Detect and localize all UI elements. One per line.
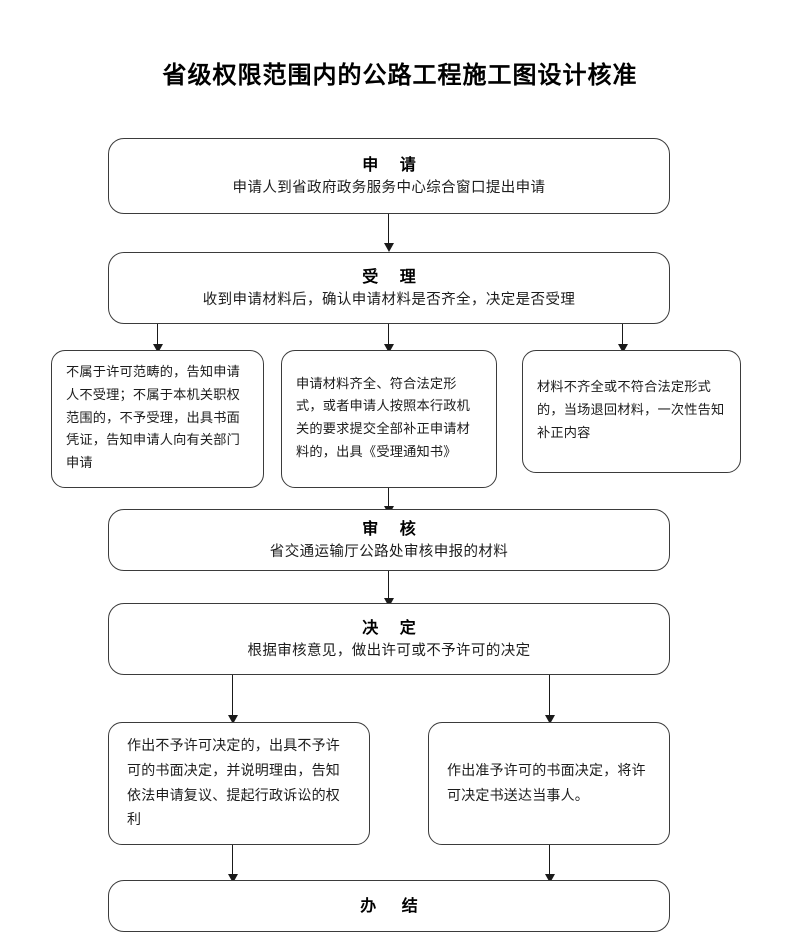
arrowhead-decision-to-refuse	[228, 715, 238, 724]
arrowhead-accept-to-branch-right	[618, 344, 628, 353]
connector-review-to-decision	[388, 571, 390, 603]
connector-accept-to-branch-left	[157, 324, 159, 349]
node-branch-middle: 申请材料齐全、符合法定形式，或者申请人按照本行政机关的要求提交全部补正申请材料的…	[281, 350, 497, 488]
connector-accept-to-branch-right	[622, 324, 624, 349]
node-accept: 受 理 收到申请材料后，确认申请材料是否齐全，决定是否受理	[108, 252, 670, 324]
arrowhead-accept-to-branch-middle	[384, 344, 394, 353]
node-apply-heading: 申 请	[362, 154, 424, 174]
node-review-heading: 审 核	[362, 518, 424, 538]
node-finish-heading: 办 结	[360, 896, 428, 915]
node-review-body: 省交通运输厅公路处审核申报的材料	[269, 543, 509, 560]
node-branch-right-body: 材料不齐全或不符合法定形式的，当场退回材料，一次性告知补正内容	[537, 380, 725, 441]
node-branch-middle-body: 申请材料齐全、符合法定形式，或者申请人按照本行政机关的要求提交全部补正申请材料的…	[296, 376, 471, 460]
connector-grant-to-finish	[549, 845, 551, 879]
node-outcome-refuse: 作出不予许可决定的，出具不予许可的书面决定，并说明理由，告知依法申请复议、提起行…	[108, 722, 370, 845]
node-branch-left: 不属于许可范畴的，告知申请人不受理；不属于本机关职权范围的，不予受理，出具书面凭…	[51, 350, 264, 488]
arrowhead-grant-to-finish	[545, 874, 555, 883]
node-decision: 决 定 根据审核意见，做出许可或不予许可的决定	[108, 603, 670, 675]
arrowhead-decision-to-grant	[545, 715, 555, 724]
node-outcome-grant: 作出准予许可的书面决定，将许可决定书送达当事人。	[428, 722, 670, 845]
node-review: 审 核 省交通运输厅公路处审核申报的材料	[108, 509, 670, 571]
connector-refuse-to-finish	[232, 845, 234, 879]
node-finish: 办 结	[108, 880, 670, 932]
arrowhead-accept-to-branch-left	[153, 344, 163, 353]
node-decision-body: 根据审核意见，做出许可或不予许可的决定	[247, 642, 531, 659]
connector-decision-to-grant	[549, 675, 551, 720]
node-branch-left-body: 不属于许可范畴的，告知申请人不受理；不属于本机关职权范围的，不予受理，出具书面凭…	[66, 365, 241, 472]
node-accept-heading: 受 理	[362, 266, 424, 286]
arrowhead-refuse-to-finish	[228, 874, 238, 883]
page-title: 省级权限范围内的公路工程施工图设计核准	[162, 61, 638, 89]
connector-decision-to-refuse	[232, 675, 234, 720]
node-outcome-grant-body: 作出准予许可的书面决定，将许可决定书送达当事人。	[447, 762, 646, 804]
node-branch-right: 材料不齐全或不符合法定形式的，当场退回材料，一次性告知补正内容	[522, 350, 741, 473]
node-accept-body: 收到申请材料后，确认申请材料是否齐全，决定是否受理	[202, 291, 576, 308]
node-apply: 申 请 申请人到省政府政务服务中心综合窗口提出申请	[108, 138, 670, 214]
arrowhead-apply-to-accept	[384, 243, 394, 252]
node-apply-body: 申请人到省政府政务服务中心综合窗口提出申请	[232, 179, 546, 196]
connector-apply-to-accept	[388, 214, 390, 248]
node-decision-heading: 决 定	[362, 617, 424, 637]
arrowhead-review-to-decision	[384, 598, 394, 607]
connector-branch-to-review	[388, 488, 390, 511]
node-outcome-refuse-body: 作出不予许可决定的，出具不予许可的书面决定，并说明理由，告知依法申请复议、提起行…	[127, 737, 340, 829]
connector-accept-to-branch-middle	[388, 324, 390, 349]
